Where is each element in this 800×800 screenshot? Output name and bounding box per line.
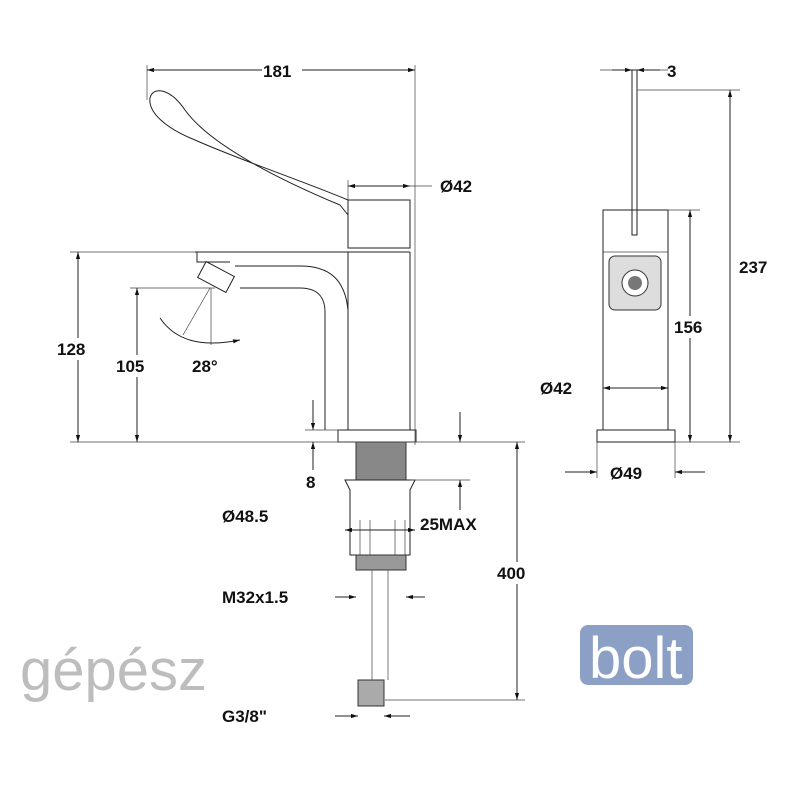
watermark: gépész bolt xyxy=(20,625,693,703)
body-side xyxy=(602,209,669,431)
dim-thread: M32x1.5 xyxy=(222,588,288,607)
side-dimensions: 3 237 156 Ø42 Ø49 xyxy=(540,62,780,483)
watermark-box xyxy=(580,625,693,685)
aerator-mesh xyxy=(628,276,642,290)
hose-fitting xyxy=(357,679,385,707)
dim-25max: 25MAX xyxy=(420,515,477,534)
dim-body-diameter: Ø42 xyxy=(540,379,572,398)
lower-thread xyxy=(355,554,407,571)
base-side xyxy=(596,429,676,443)
base-plate xyxy=(337,429,417,443)
dim-connection: G3/8" xyxy=(222,707,267,726)
aerator xyxy=(196,260,236,294)
front-view xyxy=(149,90,417,707)
hose xyxy=(371,570,389,680)
dim-237: 237 xyxy=(739,258,767,277)
dim-105: 105 xyxy=(116,357,144,376)
thread-shank xyxy=(355,441,407,481)
lever-handle xyxy=(149,90,349,216)
watermark-text-box: bolt xyxy=(589,626,683,691)
dim-128: 128 xyxy=(57,340,85,359)
dim-lever-thickness: 3 xyxy=(667,62,676,81)
lever-side xyxy=(631,69,638,236)
dim-181: 181 xyxy=(263,62,291,81)
dim-400: 400 xyxy=(497,564,525,583)
dim-156: 156 xyxy=(674,318,702,337)
dim-handle-diameter: Ø42 xyxy=(440,177,472,196)
spout xyxy=(195,251,410,430)
dim-8: 8 xyxy=(306,473,315,492)
dim-angle: 28° xyxy=(192,357,218,376)
front-dimensions: 181 Ø42 128 105 28° 8 Ø48.5 25MAX 400 M3… xyxy=(55,60,539,726)
watermark-text-gray: gépész xyxy=(20,638,207,703)
side-view xyxy=(596,69,676,443)
mounting-nut xyxy=(344,479,416,556)
dim-base-diameter-side: Ø49 xyxy=(610,464,642,483)
handle-body xyxy=(347,199,411,249)
dim-base-diameter: Ø48.5 xyxy=(222,507,268,526)
